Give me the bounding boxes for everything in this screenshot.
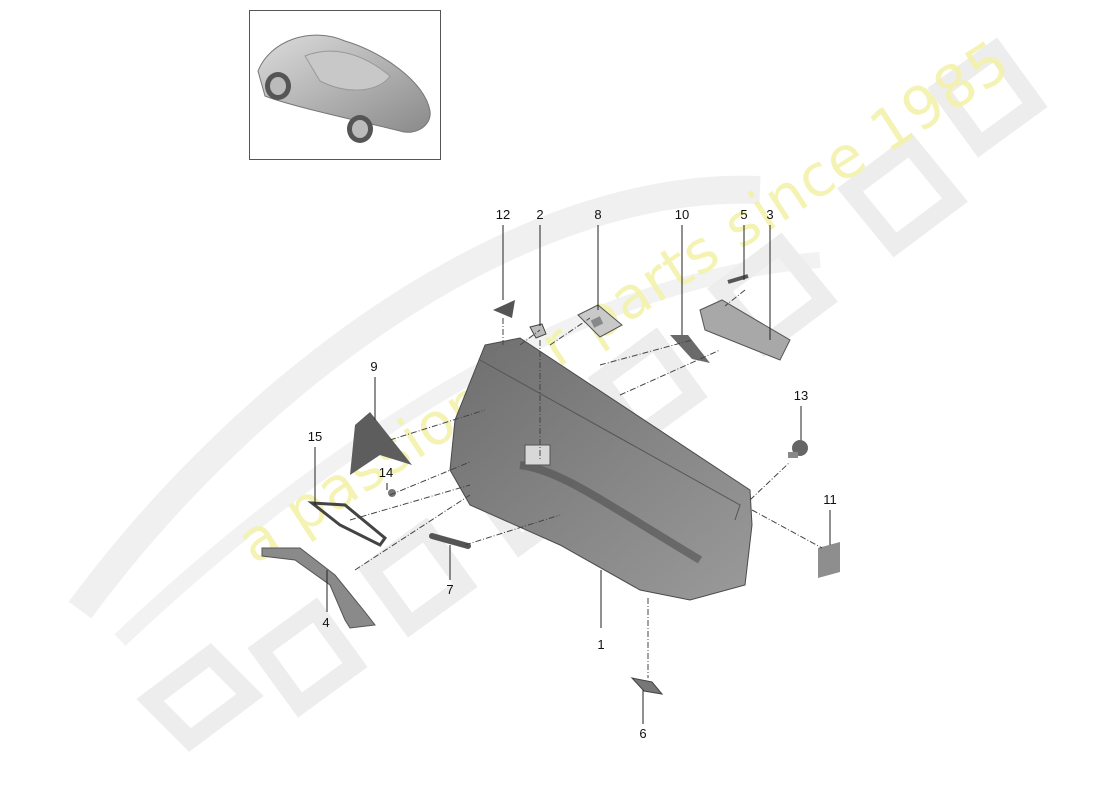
part-label-13[interactable]: 13 (793, 388, 809, 403)
car-thumbnail (249, 10, 441, 160)
part-label-11[interactable]: 11 (823, 492, 837, 507)
part-label-7[interactable]: 7 (446, 582, 454, 597)
part-label-3[interactable]: 3 (766, 207, 774, 222)
door-panel-part-1 (449, 337, 753, 601)
part-label-4[interactable]: 4 (322, 615, 330, 630)
part-label-9[interactable]: 9 (370, 359, 378, 374)
car-icon (257, 34, 431, 143)
part-label-12[interactable]: 12 (495, 207, 511, 222)
part-label-14[interactable]: 14 (378, 465, 394, 480)
part-label-10[interactable]: 10 (674, 207, 690, 222)
part-label-2[interactable]: 2 (536, 207, 544, 222)
part-label-1[interactable]: 1 (597, 637, 605, 652)
part-label-6[interactable]: 6 (639, 726, 647, 741)
part-label-8[interactable]: 8 (594, 207, 602, 222)
part-label-15[interactable]: 15 (307, 429, 323, 444)
part-label-5[interactable]: 5 (740, 207, 748, 222)
